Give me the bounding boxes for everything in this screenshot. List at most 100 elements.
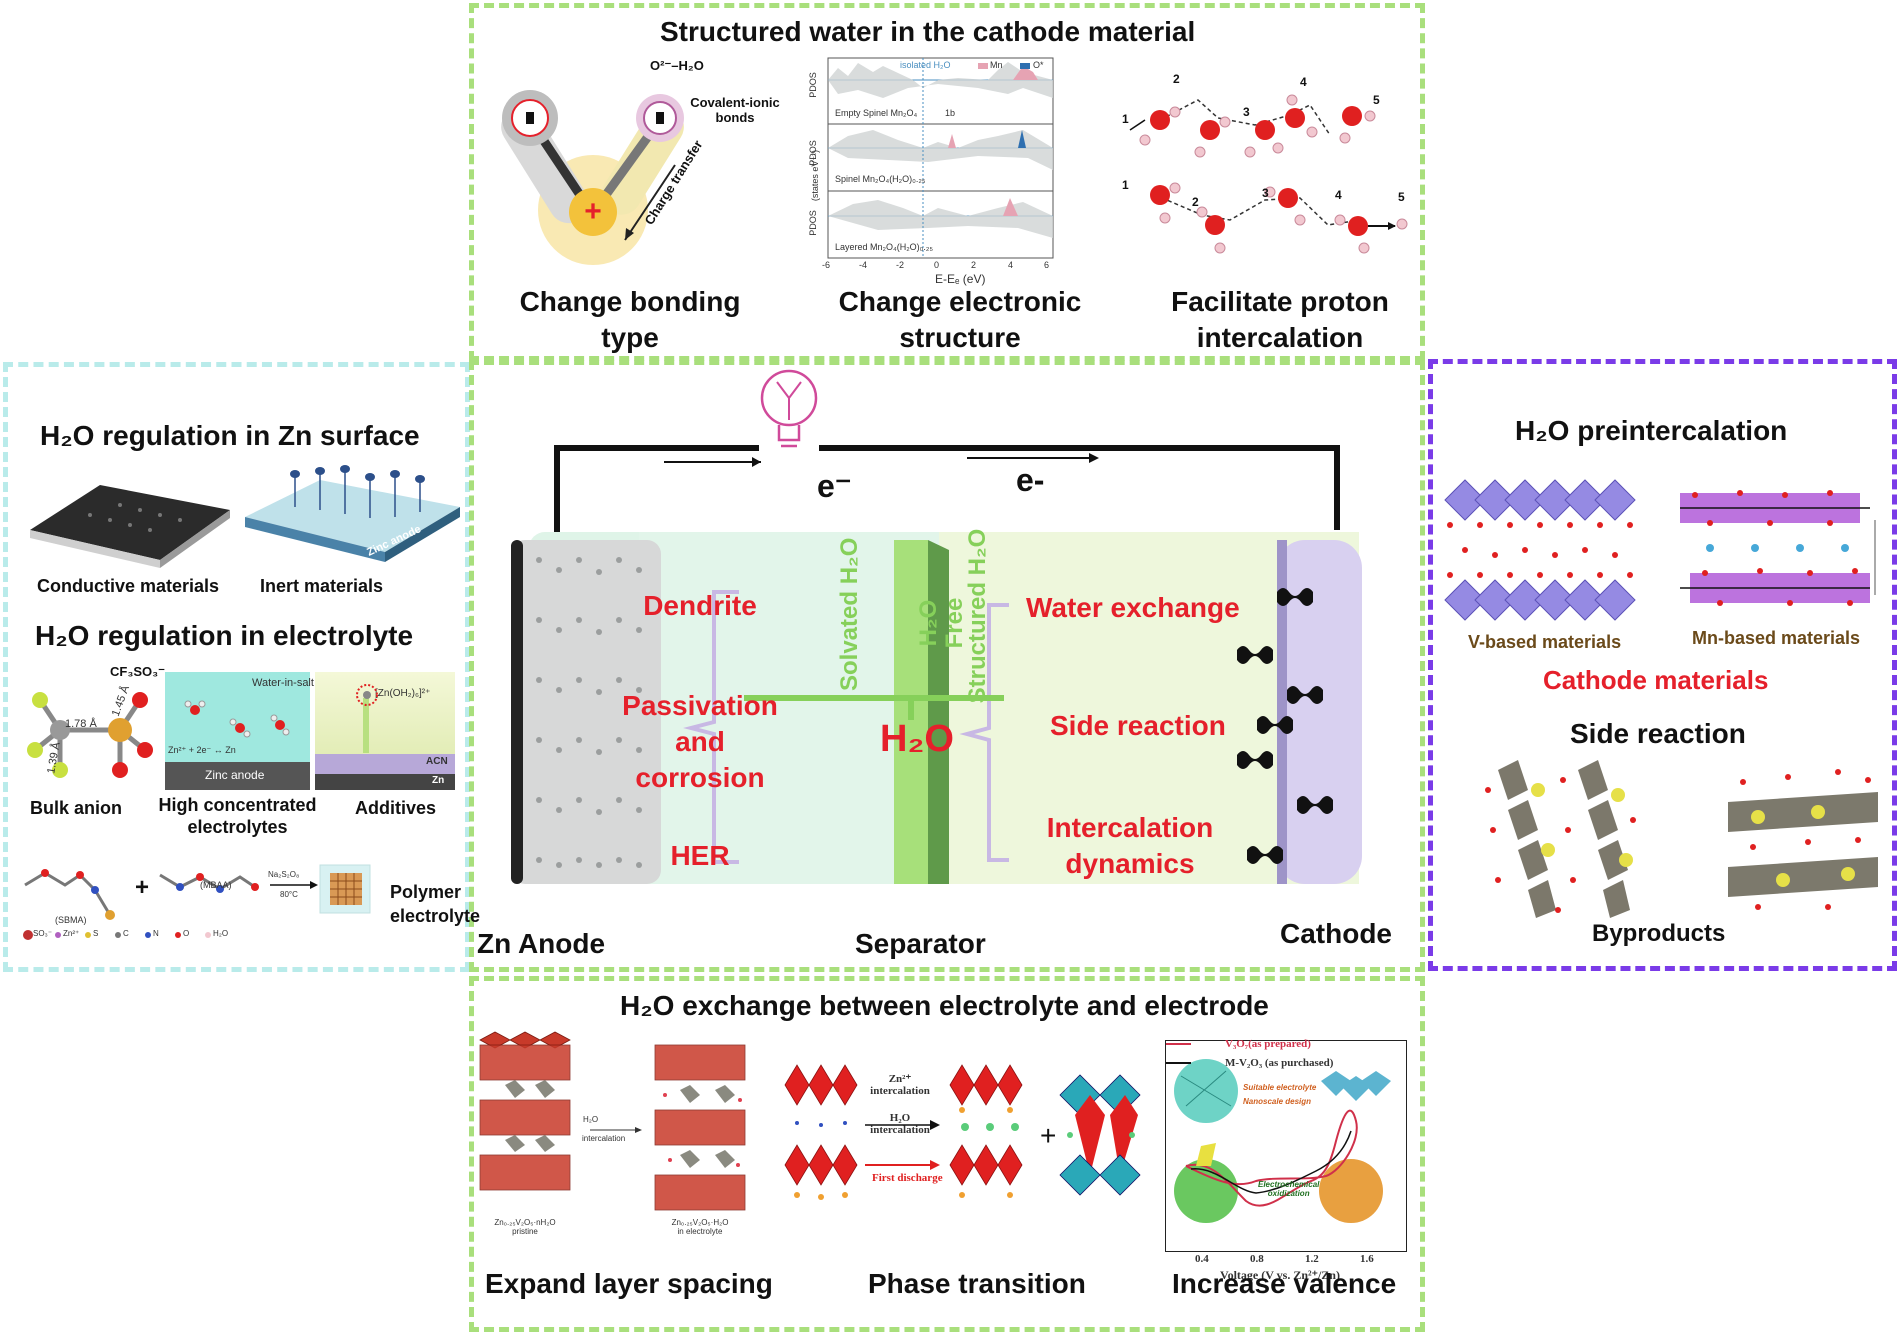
polymer-line2: electrolyte [390,906,481,926]
zn-intercalation-label: Zn²⁺ intercalation [870,1072,930,1097]
bulk-anion-label: Bulk anion [30,798,123,818]
trace-empty-spinel: Empty Spinel Mn₂O₄ [835,108,918,118]
electron-left: e⁻ [817,468,852,504]
caption-proton-line1: Facilitate proton [1171,286,1389,317]
h2o-arrow-label: H₂O [583,1115,598,1124]
bond-178: 1.78 Å [65,718,97,730]
polymer-scheme: + [23,864,371,940]
covalent-label: Covalent-ionic bonds [690,95,780,125]
cathode-materials-label: Cathode materials [1543,665,1769,695]
additives-label: Additives [355,798,437,818]
top-title: Structured water in the cathode material [660,16,1196,47]
proton-number: 2 [1192,195,1199,209]
pdos-xtick: -4 [859,260,868,270]
cv-electrochem-line1: Electrochemical [1258,1180,1320,1189]
passivation-label: Passivation and corrosion [610,688,790,796]
pristine-line2: pristine [512,1227,538,1236]
polymer-legend: SO₃⁻ Zn²⁺ S C N O H₂O [30,929,270,943]
phase-transition-structures: + [784,1064,1141,1200]
bottom-title: H₂O exchange between electrolyte and ele… [620,990,1269,1021]
structured-h2o-label: Structured H₂O [964,528,991,704]
proton-number: 4 [1335,188,1342,202]
inert-slab [245,465,460,562]
h2o-arrow-line1: H₂O [583,1115,599,1124]
zinc-anode-label: Zinc anode [205,768,265,782]
svg-text:+: + [1040,1120,1056,1151]
mn-based-label: Mn-based materials [1692,628,1861,648]
passivation-line2: and [675,726,725,757]
layer-spacing-structures [479,1031,746,1211]
proton-number: 3 [1243,105,1250,119]
h2o-int-line2: intercalation [870,1124,930,1136]
bulk-anion-molecule [27,692,153,778]
acn-label: ACN [426,756,448,767]
mn-based-structure [1680,490,1876,606]
legend-item: O [183,929,190,938]
cv-electrochem-line2: oxidization [1267,1189,1310,1198]
intercalation-line2: dynamics [1065,848,1195,879]
top-panel [469,3,1425,361]
initiator-label: Na₂S₂O₈ [268,870,300,879]
caption-expand: Expand layer spacing [485,1268,773,1299]
cv-xtick: 1.6 [1360,1253,1374,1265]
proton-number: 2 [1173,72,1180,86]
sbma-label: (SBMA) [55,915,87,925]
water-exchange-label: Water exchange [1026,592,1240,623]
caption-proton-line2: intercalation [1196,322,1364,353]
high-conc-line2: electrolytes [187,817,288,837]
water-in-salt-label: Water-in-salt [252,677,314,689]
inert-label: Inert materials [260,576,384,596]
intercalation-line1: Intercalation [1046,812,1214,843]
caption-bonding-line1: Change bonding [519,286,741,317]
pdos-xtick: -2 [896,260,905,270]
additives-box [315,672,455,790]
free-h2o-label: H₂O Free [915,548,968,698]
caption-bonding: Change bonding type [500,284,760,356]
separator-label: Separator [855,928,986,959]
isolated-label: isolated H₂O [900,60,951,70]
pdos-xtick: 0 [934,260,940,270]
legend-item: SO₃⁻ [33,929,53,938]
pdos-xtick: 2 [971,260,977,270]
her-label: HER [670,840,730,871]
tick-1b: 1b [945,108,956,118]
free-h2o-top: H₂O [915,599,942,647]
cf3so3-label: CF₃SO₃⁻ [110,664,165,679]
zn-surface-title: H₂O regulation in Zn surface [40,420,420,451]
caption-electronic: Change electronic structure [820,284,1100,356]
svg-text:+: + [135,874,149,901]
h2o-int-line1: H₂O [889,1112,911,1124]
pdos-xtick: 6 [1044,260,1050,270]
side-reaction-title: Side reaction [1570,718,1746,749]
caption-valence: Increase valence [1172,1268,1397,1299]
h2o-arrow-label-2: intercalation [582,1134,626,1143]
zn-int-line2: intercalation [870,1085,930,1097]
in-electrolyte-line2: in electrolyte [677,1227,723,1236]
intercalation-label: Intercalation dynamics [1030,810,1230,882]
cv-xticks: 0.4 0.8 1.2 1.6 [1195,1253,1395,1267]
proton-number: 1 [1122,178,1129,192]
v-based-structure [1444,479,1636,621]
caption-proton: Facilitate proton intercalation [1145,284,1415,356]
zn-int-line1: Zn²⁺ [888,1073,912,1085]
byproduct-structure-1 [1485,760,1636,918]
cv-electrochem: Electrochemical oxidization [1258,1180,1319,1198]
solvated-h2o-label: Solvated H₂O [836,537,863,691]
preintercalation-title: H₂O preintercalation [1515,415,1788,446]
zn-anode-label: Zn Anode [477,928,606,959]
battery-diagram [511,369,1362,884]
center-panel [469,360,1425,972]
v-based-label: V-based materials [1468,632,1622,652]
trace-layered: Layered Mn₂O₄(H₂O)₀.₂₅ [835,242,934,252]
byproducts-label: Byproducts [1592,920,1726,947]
pdos-xticks: -6 -4 -2 0 2 4 6 [822,260,1062,274]
side-reaction-label: Side reaction [1050,710,1226,741]
proton-number: 3 [1262,186,1269,200]
caption-electronic-line1: Change electronic [838,286,1082,317]
caption-phase: Phase transition [868,1268,1086,1299]
temp-label: 80°C [280,890,298,899]
legend-item: C [123,929,129,938]
cathode-label: Cathode [1280,918,1392,949]
pdos-xlabel: E-Eₑ (eV) [935,272,986,286]
in-electrolyte-line1: Zn₀.₂₅V₂O₅·H₂O [671,1218,729,1227]
